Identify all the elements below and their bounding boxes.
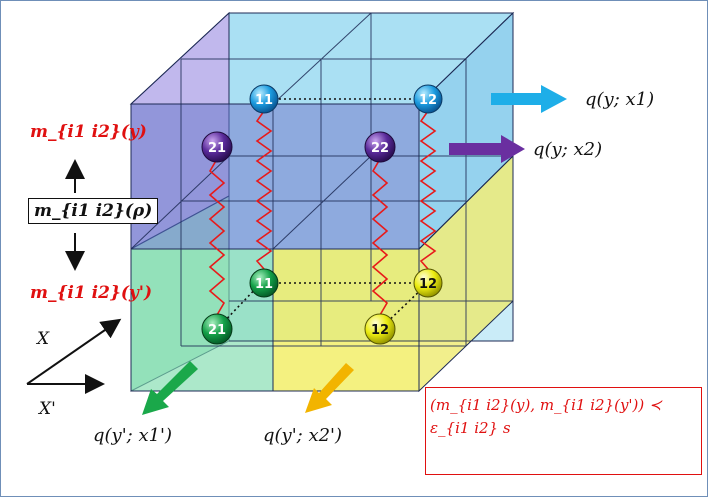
momentum-label-y: m_{i1 i2}(y) [30, 122, 147, 142]
node-bot-front-left: 21 [201, 313, 233, 345]
node-top-front-right: 22 [364, 131, 396, 163]
axis-x-arrow [26, 318, 122, 385]
arrow-q-x1p [142, 361, 198, 415]
momentum-label-rho-box: m_{i1 i2}(ρ) [28, 198, 159, 224]
svg-text:22: 22 [371, 141, 389, 156]
q-x2-label: q(y; x2) [533, 139, 603, 160]
node-top-back-right: 12 [413, 84, 443, 114]
spring-22 [371, 158, 389, 316]
momentum-label-y-text: m_{i1 i2}(y) [30, 122, 147, 142]
springs [208, 110, 437, 316]
node-top-front-left: 21 [201, 131, 233, 163]
q-x1-label: q(y; x1) [585, 89, 655, 110]
q-x1p-label: q(y'; x1') [93, 425, 173, 446]
cube-grid-lines [130, 12, 514, 391]
axes [26, 159, 122, 394]
spring-12 [419, 110, 437, 270]
momentum-label-yp-text: m_{i1 i2}(y') [30, 283, 153, 303]
q-x2p-label: q(y'; x2') [263, 425, 343, 446]
node-top-back-left: 11 [249, 84, 279, 114]
svg-text:12: 12 [419, 93, 437, 108]
svg-text:11: 11 [255, 93, 273, 108]
nodes: 11 12 21 22 11 12 [201, 84, 443, 345]
flux-arrows [142, 85, 567, 415]
arrow-q-x2p [305, 363, 354, 413]
node-bot-back-right: 12 [413, 268, 443, 298]
axis-xp-label: X' [39, 399, 56, 419]
arrow-q-x1 [491, 85, 567, 113]
node-bot-back-left: 11 [249, 268, 279, 298]
axis-x-label: X [37, 329, 50, 349]
relation-text: (m_{i1 i2}(y), m_{i1 i2}(y')) ≺ ε_{i1 i2… [430, 396, 662, 437]
node-bot-front-right: 12 [364, 313, 396, 345]
momentum-label-rho-text: m_{i1 i2}(ρ) [34, 201, 153, 221]
relation-box: (m_{i1 i2}(y), m_{i1 i2}(y')) ≺ ε_{i1 i2… [425, 387, 702, 475]
spring-21 [208, 158, 226, 316]
arrow-q-x2 [449, 135, 525, 163]
svg-text:12: 12 [419, 277, 437, 292]
svg-text:12: 12 [371, 323, 389, 338]
spring-11 [255, 110, 273, 270]
momentum-label-yp: m_{i1 i2}(y') [30, 283, 152, 303]
svg-text:21: 21 [208, 323, 226, 338]
svg-text:21: 21 [208, 141, 226, 156]
svg-text:11: 11 [255, 277, 273, 292]
